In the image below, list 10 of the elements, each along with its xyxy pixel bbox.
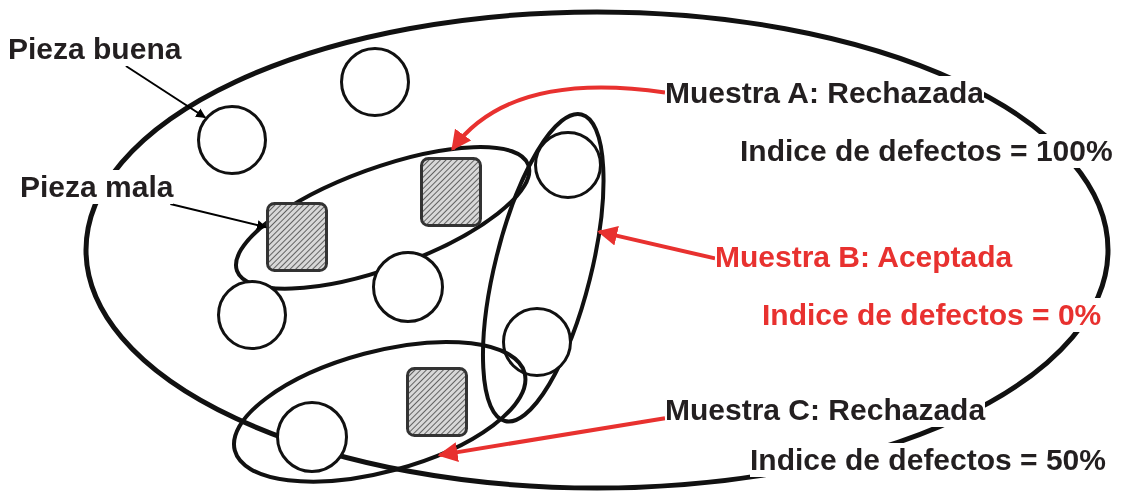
leader-line [124,65,207,119]
leader-line [169,203,267,230]
arrow [597,225,716,261]
arrow [437,416,666,463]
part-label: Pieza mala [20,170,174,204]
arrow [451,85,666,151]
defect-rate-label: Indice de defectos = 50% [750,443,1106,477]
good-part-circle [534,131,602,199]
defect-rate-label: Indice de defectos = 100% [740,134,1113,168]
defect-rate-label: Indice de defectos = 0% [762,298,1102,332]
